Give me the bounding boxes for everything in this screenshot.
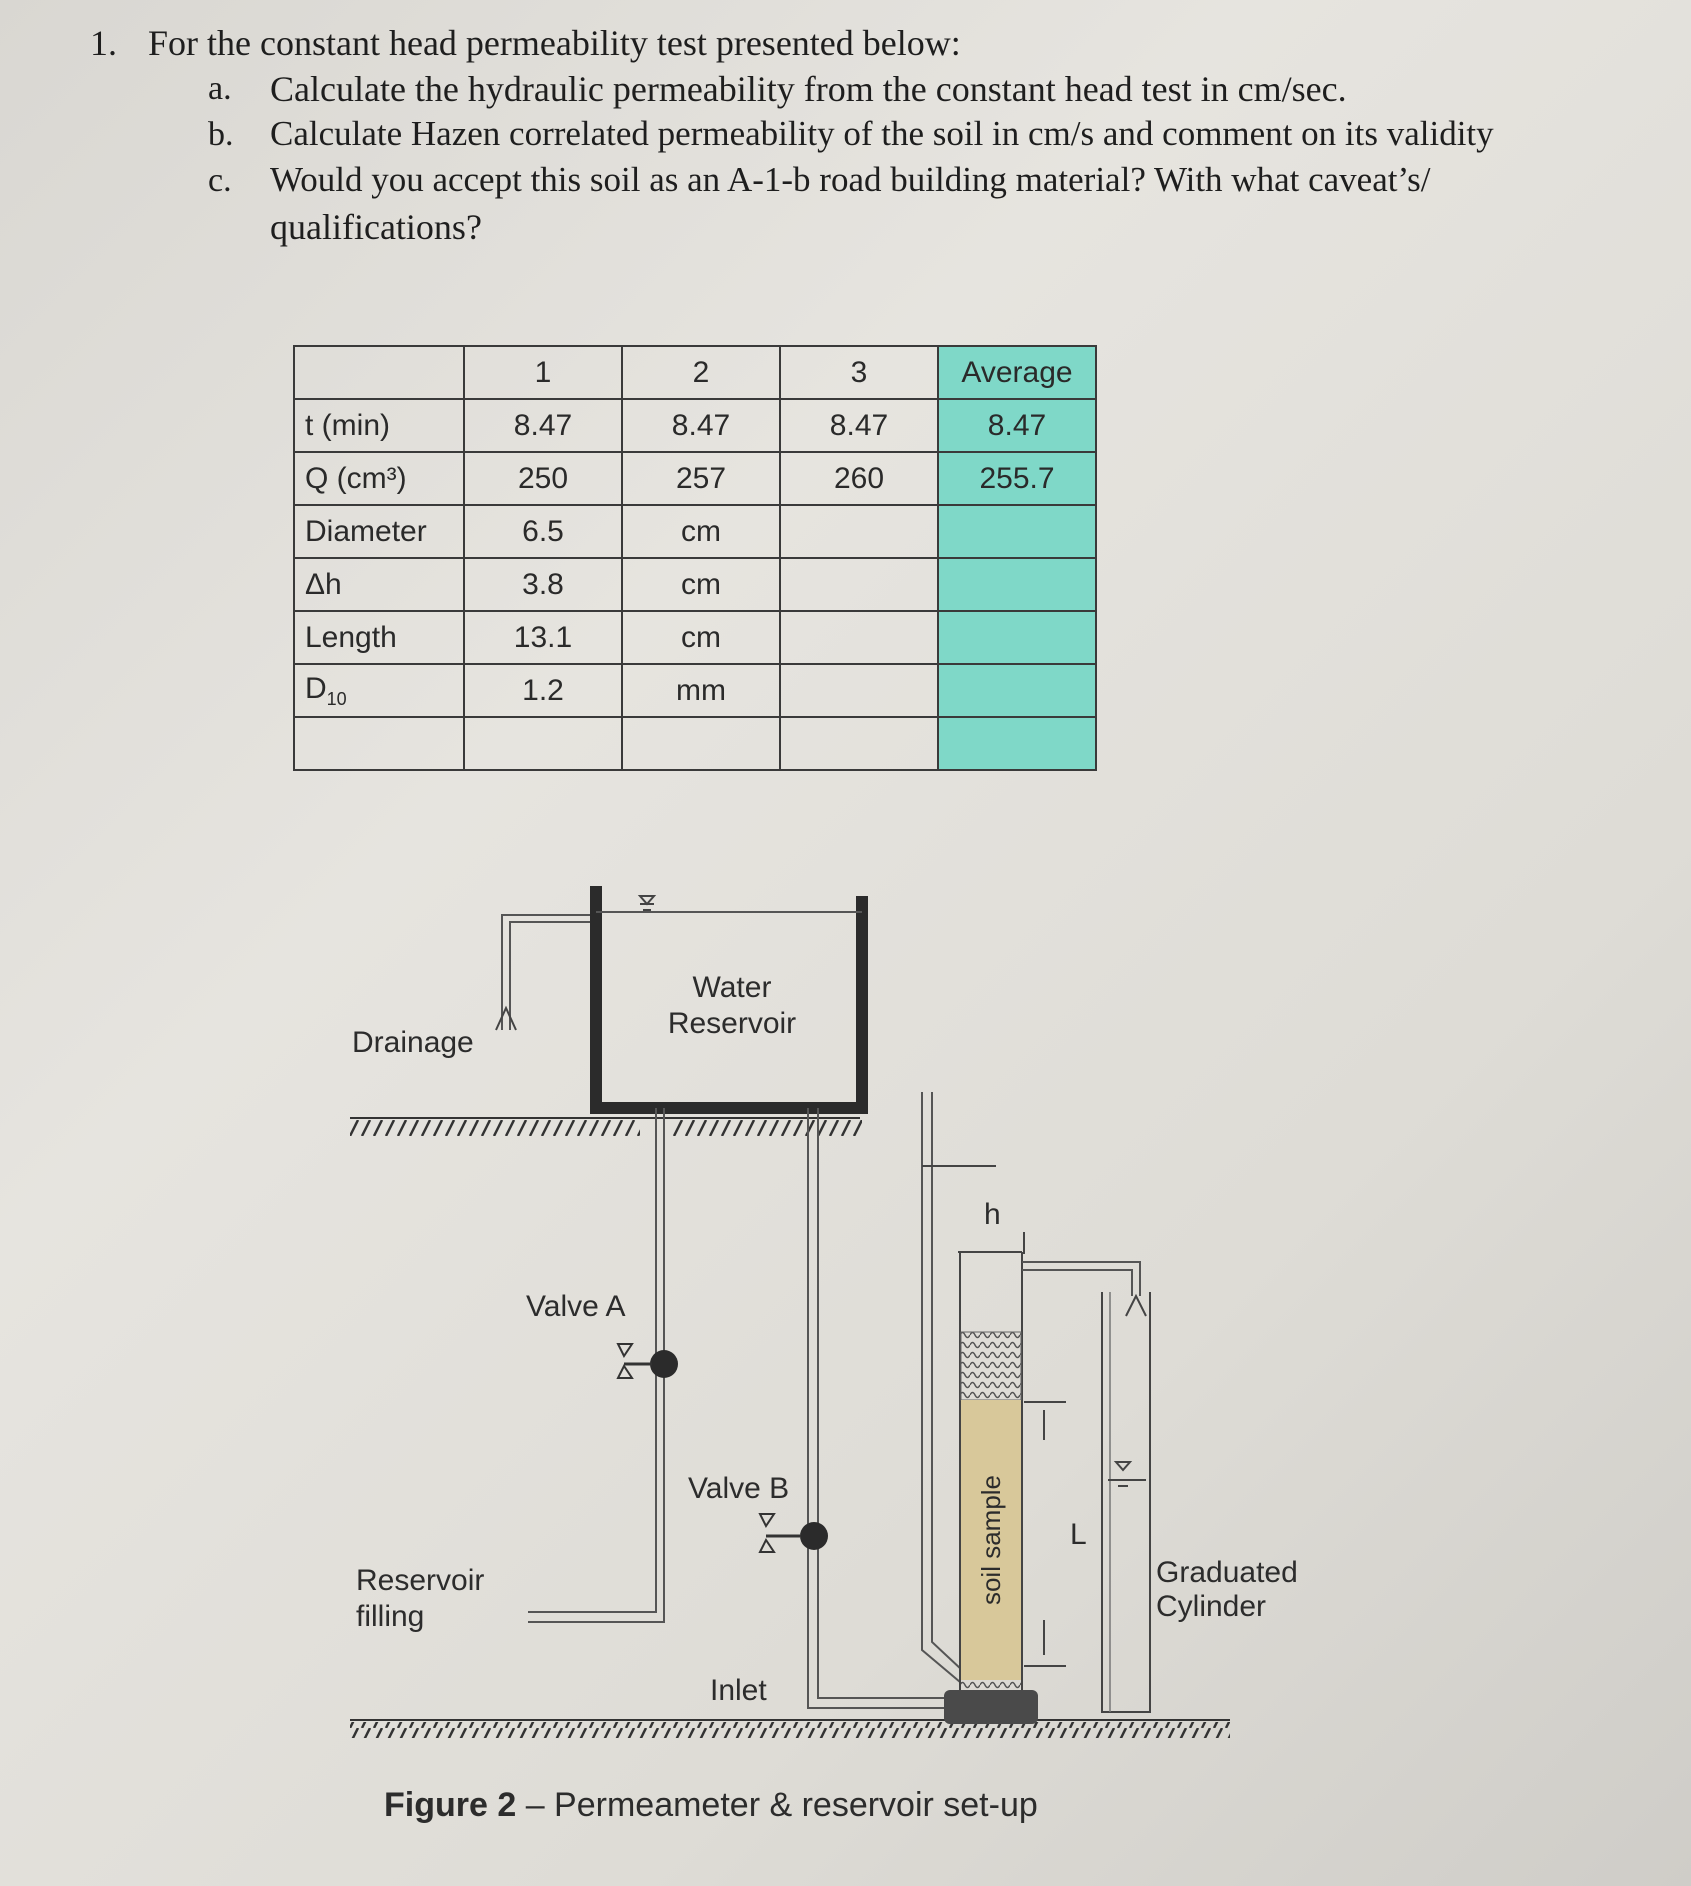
table-cell-average (937, 716, 1097, 771)
label-valve-b: Valve B (688, 1472, 789, 1505)
table-cell (463, 716, 623, 771)
table-cell: 257 (621, 451, 781, 506)
table-cell: 13.1 (463, 610, 623, 665)
label-cylinder: Cylinder (1156, 1590, 1266, 1623)
table-cell (779, 557, 939, 612)
label-reservoir: Reservoir (668, 1007, 796, 1040)
graduated-cylinder (1101, 1292, 1151, 1713)
table-cell: Δh (293, 557, 465, 612)
label-h: h (984, 1198, 1001, 1231)
drainage-pipe (495, 914, 590, 1031)
part-b-label: b. (208, 116, 234, 153)
part-c-text: Would you accept this soil as an A-1-b r… (270, 160, 1431, 199)
table-cell (779, 610, 939, 665)
table-cell (293, 345, 465, 400)
part-c-label: c. (208, 162, 232, 199)
table-cell: D10 (293, 663, 465, 718)
label-valve-a: Valve A (526, 1290, 626, 1323)
table-cell: 260 (779, 451, 939, 506)
table-cell: Length (293, 610, 465, 665)
table-cell: 1.2 (463, 663, 623, 718)
table-cell (293, 716, 465, 771)
label-L: L (1070, 1518, 1087, 1551)
table-cell-average (937, 504, 1097, 559)
valve-b (758, 1513, 828, 1553)
table-cell-average (937, 663, 1097, 718)
part-b-text: Calculate Hazen correlated permeability … (270, 114, 1494, 153)
valve-a (616, 1343, 678, 1379)
table-cell: cm (621, 504, 781, 559)
table-cell (621, 716, 781, 771)
table-cell: 6.5 (463, 504, 623, 559)
table-cell: 250 (463, 451, 623, 506)
table-cell: Q (cm³) (293, 451, 465, 506)
table-cell-average: 255.7 (937, 451, 1097, 506)
figure-caption: Figure 2 – Permeameter & reservoir set-u… (384, 1786, 1038, 1825)
label-reservoir-filling: Reservoir (356, 1564, 484, 1597)
table-cell: 8.47 (779, 398, 939, 453)
inlet-pipe (807, 1108, 950, 1709)
question-block: 1. For the constant head permeability te… (0, 0, 1691, 260)
label-water: Water (693, 971, 772, 1004)
question-text: For the constant head permeability test … (148, 23, 961, 63)
filling-pipe (528, 1108, 665, 1623)
soil-sample-fill (961, 1400, 1021, 1680)
permeameter (944, 1251, 1066, 1724)
table-cell: mm (621, 663, 781, 718)
table-cell: 2 (621, 345, 781, 400)
table-cell: 3 (779, 345, 939, 400)
table-cell: 3.8 (463, 557, 623, 612)
table-cell: 8.47 (463, 398, 623, 453)
caption-figure-number: Figure 2 (384, 1786, 517, 1824)
table-cell-average: 8.47 (937, 398, 1097, 453)
table-cell-average: Average (937, 345, 1097, 400)
outflow-pipe (1022, 1232, 1147, 1317)
ground-upper (350, 1117, 862, 1136)
table-row (293, 716, 1097, 771)
part-a-label: a. (208, 70, 232, 107)
table-cell (779, 716, 939, 771)
ground-lower (350, 1719, 1230, 1738)
label-inlet: Inlet (710, 1674, 767, 1707)
table-cell: cm (621, 610, 781, 665)
table-cell (779, 663, 939, 718)
table-cell-average (937, 557, 1097, 612)
table-cell-average (937, 610, 1097, 665)
table-cell: 8.47 (621, 398, 781, 453)
table-cell: Diameter (293, 504, 465, 559)
figure-labels: Water Reservoir Drainage Valve A Valve B… (352, 971, 1298, 1707)
label-soil-sample: soil sample (976, 1475, 1006, 1605)
part-a-text: Calculate the hydraulic permeability fro… (270, 69, 1347, 109)
label-graduated: Graduated (1156, 1556, 1298, 1589)
label-drainage: Drainage (352, 1026, 474, 1059)
table-cell: 1 (463, 345, 623, 400)
label-filling: filling (356, 1600, 424, 1633)
caption-text: – Permeameter & reservoir set-up (516, 1786, 1038, 1824)
table-cell: cm (621, 557, 781, 612)
question-number: 1. (90, 23, 117, 63)
part-c-text-2: qualifications? (270, 207, 482, 247)
piezometer-tube (921, 1092, 996, 1683)
table-cell (779, 504, 939, 559)
permeameter-figure: Water Reservoir Drainage Valve A Valve B… (350, 886, 1298, 1738)
table-cell: t (min) (293, 398, 465, 453)
water-reservoir-tank (590, 886, 868, 1114)
